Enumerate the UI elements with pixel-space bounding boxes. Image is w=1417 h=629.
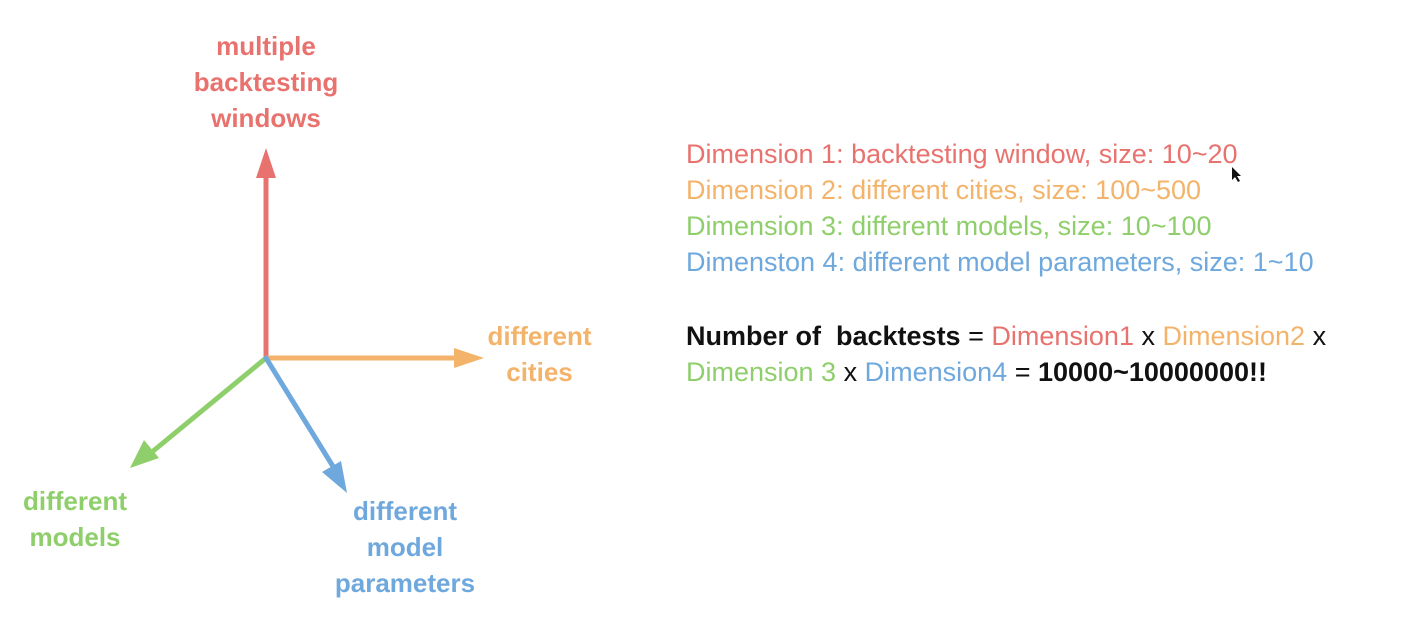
- axis-label-line: windows: [211, 103, 321, 133]
- formula-dim4: Dimension4: [864, 357, 1008, 387]
- formula-equals: =: [968, 321, 984, 351]
- axis-label-different-model-parameters: different model parameters: [300, 493, 510, 601]
- axis-label-line: different: [353, 496, 457, 526]
- axis-windows-arrow: [256, 148, 276, 361]
- formula-times: x: [1312, 321, 1327, 351]
- axis-label-line: model: [366, 532, 444, 562]
- formula-line-2: Dimension 3 x Dimension4 = 10000~1000000…: [686, 354, 1414, 390]
- axis-label-backtesting-windows: multiple backtesting windows: [150, 28, 382, 136]
- dimension-4-text: Dimenston 4: different model parameters,…: [686, 247, 1314, 277]
- axis-cities-arrow: [263, 348, 484, 368]
- axis-models-arrow: [130, 355, 269, 468]
- dimension-2-text: Dimension 2: different cities, size: 100…: [686, 175, 1202, 205]
- dimension-list: Dimension 1: backtesting window, size: 1…: [686, 136, 1411, 280]
- axis-label-different-models: different models: [0, 483, 150, 555]
- backtest-count-formula: Number of backtests = Dimension1 x Dimen…: [686, 318, 1414, 390]
- mouse-cursor-icon: [1232, 167, 1241, 182]
- axis-label-line: multiple: [216, 31, 316, 61]
- axis-label-line: different: [23, 486, 127, 516]
- axis-label-line: parameters: [334, 568, 476, 598]
- formula-times: x: [843, 357, 858, 387]
- formula-equals: =: [1014, 357, 1031, 387]
- axis-label-line: models: [29, 522, 121, 552]
- axis-params-arrow: [263, 355, 347, 493]
- formula-dim3: Dimension 3: [686, 357, 837, 387]
- formula-result: 10000~10000000!!: [1038, 357, 1267, 387]
- formula-line-1: Number of backtests = Dimension1 x Dimen…: [686, 318, 1414, 354]
- dimension-1-text: Dimension 1: backtesting window, size: 1…: [686, 139, 1238, 169]
- axis-label-different-cities: different cities: [462, 318, 617, 390]
- formula-dim2: Dimension2: [1162, 321, 1306, 351]
- axis-label-line: different: [487, 321, 592, 351]
- axis-label-line: backtesting: [193, 67, 339, 97]
- formula-times: x: [1141, 321, 1155, 351]
- axis-label-line: cities: [506, 357, 573, 387]
- formula-dim1: Dimension1: [991, 321, 1134, 351]
- formula-lead: Number of backtests: [686, 321, 961, 351]
- dimension-3-text: Dimension 3: different models, size: 10~…: [686, 211, 1212, 241]
